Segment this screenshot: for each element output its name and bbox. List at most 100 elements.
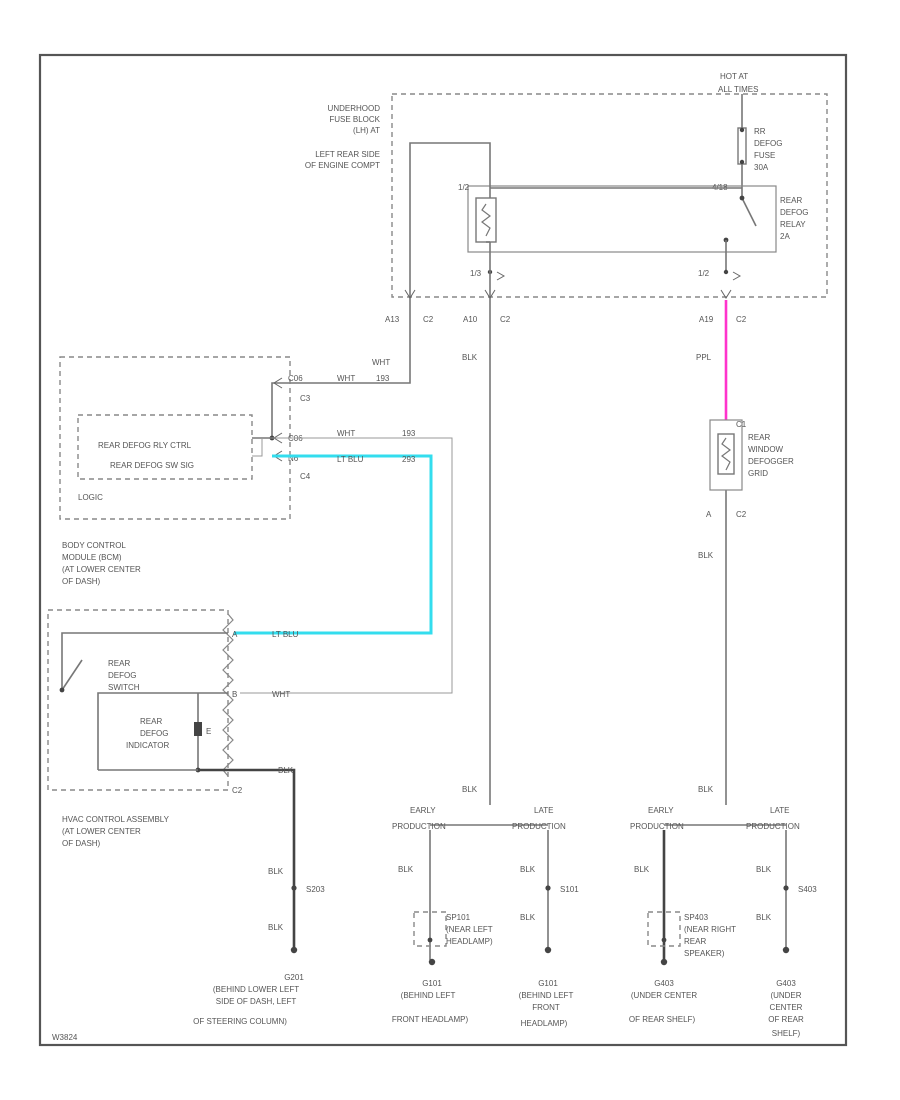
svg-text:EARLY: EARLY (410, 806, 436, 815)
hot-at-all-times-label: HOT AT ALL TIMES (718, 72, 758, 94)
svg-text:HVAC CONTROL ASSEMBLY: HVAC CONTROL ASSEMBLY (62, 815, 170, 824)
g101a-label: G101 (BEHIND LEFT FRONT HEADLAMP) (392, 979, 469, 1024)
wire-hvac-switch-out (97, 692, 228, 770)
s403-label: S403 (798, 885, 817, 894)
conn-a-pin: A13 (385, 315, 400, 324)
svg-text:WINDOW: WINDOW (748, 445, 784, 454)
svg-text:REAR: REAR (684, 937, 706, 946)
wire-wht-193-c3 (271, 300, 411, 438)
svg-text:(NEAR RIGHT: (NEAR RIGHT (684, 925, 736, 934)
sp101-splice (427, 937, 433, 943)
rear-defog-fuse (737, 127, 747, 165)
relay-label: REAR DEFOG RELAY 2A (780, 196, 808, 241)
svg-text:DEFOGGER: DEFOGGER (748, 457, 794, 466)
diagram-frame (38, 53, 848, 1047)
hvac-switch-label: REAR DEFOG SWITCH (108, 659, 140, 692)
wire-label-ltblu-num: 293 (402, 455, 416, 464)
relay-switch-pivot (739, 195, 745, 201)
svg-text:PRODUCTION: PRODUCTION (512, 822, 566, 831)
g101a-ground (428, 958, 436, 966)
relay-coil-winding (481, 203, 491, 237)
svg-text:HEADLAMP): HEADLAMP) (521, 1019, 568, 1028)
sp403-outline (647, 911, 681, 947)
svg-text:FRONT HEADLAMP): FRONT HEADLAMP) (392, 1015, 469, 1024)
svg-text:OF DASH): OF DASH) (62, 577, 101, 586)
g403b-label: G403 (UNDER CENTER OF REAR SHELF) (768, 979, 804, 1038)
svg-text:(NEAR LEFT: (NEAR LEFT (446, 925, 493, 934)
defogger-pin-bottom-num: A (706, 510, 712, 519)
wire-label-blk-e: BLK (698, 785, 714, 794)
wire-label-ltblu: LT BLU (337, 455, 364, 464)
svg-text:REAR: REAR (108, 659, 130, 668)
wire-label-ppl: PPL (696, 353, 712, 362)
svg-text:(UNDER: (UNDER (770, 991, 801, 1000)
svg-text:PRODUCTION: PRODUCTION (392, 822, 446, 831)
fuse-block-outline (391, 93, 828, 298)
bcm-pin-c3: C3 (300, 394, 311, 403)
defogger-grid-label: REAR WINDOW DEFOGGER GRID (748, 433, 794, 478)
svg-text:2A: 2A (780, 232, 790, 241)
wire-label-wht: WHT (372, 358, 390, 367)
svg-text:LEFT REAR SIDE: LEFT REAR SIDE (315, 150, 380, 159)
hvac-pin-a: A (232, 630, 238, 639)
sp403-splice (661, 937, 667, 943)
svg-text:PRODUCTION: PRODUCTION (630, 822, 684, 831)
sp101-label: SP101 (NEAR LEFT HEADLAMP) (446, 913, 493, 946)
bcm-pin-c4-num2: N6 (288, 454, 299, 463)
svg-text:(AT LOWER CENTER: (AT LOWER CENTER (62, 565, 141, 574)
fuse-block-left-arrow (496, 271, 506, 281)
hvac-outline (47, 609, 229, 791)
svg-text:FUSE BLOCK: FUSE BLOCK (329, 115, 380, 124)
svg-text:DEFOG: DEFOG (780, 208, 808, 217)
sp101-outline (413, 911, 447, 947)
wire-label-blk-l2: BLK (756, 865, 772, 874)
bcm-sig-label: REAR DEFOG SW SIG (110, 461, 194, 470)
bcm-pin-c3-num: C06 (288, 374, 303, 383)
svg-text:FRONT: FRONT (532, 1003, 560, 1012)
wire-bcm-internal-sig (252, 438, 263, 457)
svg-text:G101: G101 (422, 979, 442, 988)
svg-text:G101: G101 (538, 979, 558, 988)
svg-text:OF DASH): OF DASH) (62, 839, 101, 848)
hvac-label: HVAC CONTROL ASSEMBLY (AT LOWER CENTER O… (62, 815, 170, 848)
svg-text:HOT AT: HOT AT (720, 72, 748, 81)
fuse-block-right-arrow (732, 271, 742, 281)
g403a-label: G403 (UNDER CENTER OF REAR SHELF) (629, 979, 697, 1024)
svg-text:(LH) AT: (LH) AT (353, 126, 380, 135)
relay-switch-contact (741, 197, 757, 227)
rear-defog-relay-outline (467, 185, 777, 253)
svg-text:OF REAR: OF REAR (768, 1015, 804, 1024)
svg-text:ALL TIMES: ALL TIMES (718, 85, 758, 94)
svg-text:UNDERHOOD: UNDERHOOD (328, 104, 381, 113)
svg-text:(BEHIND LOWER LEFT: (BEHIND LOWER LEFT (213, 985, 299, 994)
wire-lt-blu (234, 454, 433, 635)
g101b-ground (544, 946, 552, 954)
wire-label-wht-num: 193 (376, 374, 390, 383)
fuse-label: RR DEFOG FUSE 30A (754, 127, 782, 172)
svg-text:G403: G403 (776, 979, 796, 988)
wire-label-blk-l1: BLK (520, 865, 536, 874)
fuse-terminal-bottom (739, 159, 745, 165)
svg-text:HEADLAMP): HEADLAMP) (446, 937, 493, 946)
defogger-grid-resistor (721, 437, 731, 471)
wire-label-blk-e1: BLK (398, 865, 414, 874)
early-production-1-label: EARLY PRODUCTION (392, 806, 446, 831)
hvac-switch-pivot (59, 687, 65, 693)
svg-text:REAR: REAR (780, 196, 802, 205)
early-production-2-label: EARLY PRODUCTION (630, 806, 684, 831)
wire-label-blk-e2: BLK (634, 865, 650, 874)
s203-splice (291, 885, 297, 891)
fuse-block-pin-left-bottom: 1/3 (470, 269, 482, 278)
late-production-2-label: LATE PRODUCTION (746, 806, 800, 831)
wire-label-wht-num2: 193 (402, 429, 416, 438)
late-production-1-label: LATE PRODUCTION (512, 806, 566, 831)
hvac-switch-contact (61, 659, 83, 691)
svg-text:CENTER: CENTER (770, 1003, 803, 1012)
diagram-footer-code: W3824 (52, 1033, 78, 1042)
wire-label-wht5: WHT (272, 690, 290, 699)
bcm-connector-pins (273, 377, 283, 462)
g201-ground (290, 946, 298, 954)
svg-text:SIDE OF DASH, LEFT: SIDE OF DASH, LEFT (216, 997, 297, 1006)
svg-text:INDICATOR: INDICATOR (126, 741, 169, 750)
bcm-ctrl-label: REAR DEFOG RLY CTRL (98, 441, 192, 450)
